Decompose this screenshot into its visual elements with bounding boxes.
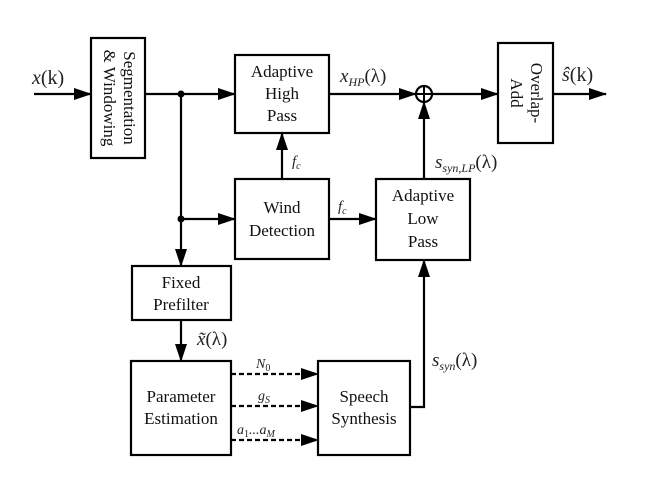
high-pass-line2: High xyxy=(265,84,300,103)
block-high-pass: Adaptive High Pass xyxy=(233,53,331,135)
high-pass-line3: Pass xyxy=(267,106,297,125)
signal-output-label: ŝ(k) xyxy=(562,64,593,86)
block-segmentation: Segmentation & Windowing xyxy=(89,36,147,160)
sum-node xyxy=(414,84,434,104)
signal-a-coef-label: a1...aM xyxy=(237,423,276,440)
speech-line1: Speech xyxy=(339,387,389,406)
speech-line2: Synthesis xyxy=(331,409,396,428)
block-prefilter: Fixed Prefilter xyxy=(130,264,233,322)
block-overlap-add: Overlap- Add xyxy=(496,41,555,145)
block-parameter-estimation: Parameter Estimation xyxy=(129,359,233,457)
prefilter-line2: Prefilter xyxy=(153,295,209,314)
overlap-line2: Add xyxy=(507,78,526,108)
high-pass-line1: Adaptive xyxy=(251,62,313,81)
prefilter-line1: Fixed xyxy=(162,273,201,292)
signal-x-tilde-label: x̃(λ) xyxy=(196,329,227,350)
low-pass-line2: Low xyxy=(407,209,439,228)
segmentation-line2: & Windowing xyxy=(100,50,119,147)
low-pass-line1: Adaptive xyxy=(392,186,454,205)
wind-line2: Detection xyxy=(249,221,316,240)
signal-s-syn-label: ssyn(λ) xyxy=(432,350,477,373)
param-line1: Parameter xyxy=(147,387,216,406)
signal-s-syn-lp-label: ssyn,LP(λ) xyxy=(435,152,497,175)
syn-to-lp-wire xyxy=(410,259,430,409)
low-pass-line3: Pass xyxy=(408,232,438,251)
block-speech-synthesis: Speech Synthesis xyxy=(316,359,412,457)
block-wind-detection: Wind Detection xyxy=(233,177,331,261)
signal-x-hp-label: xHP(λ) xyxy=(339,66,386,89)
segmentation-line1: Segmentation xyxy=(120,51,139,145)
signal-n0-label: N0 xyxy=(255,357,270,374)
overlap-line1: Overlap- xyxy=(527,63,546,124)
signal-input-label: x(k) xyxy=(31,67,64,89)
signal-fc-up-label: fc xyxy=(292,154,301,172)
signal-gs-label: gS xyxy=(258,389,270,406)
block-low-pass: Adaptive Low Pass xyxy=(374,177,472,262)
wind-line1: Wind xyxy=(263,198,301,217)
signal-fc-right-label: fc xyxy=(338,199,347,217)
param-line2: Estimation xyxy=(144,409,218,428)
